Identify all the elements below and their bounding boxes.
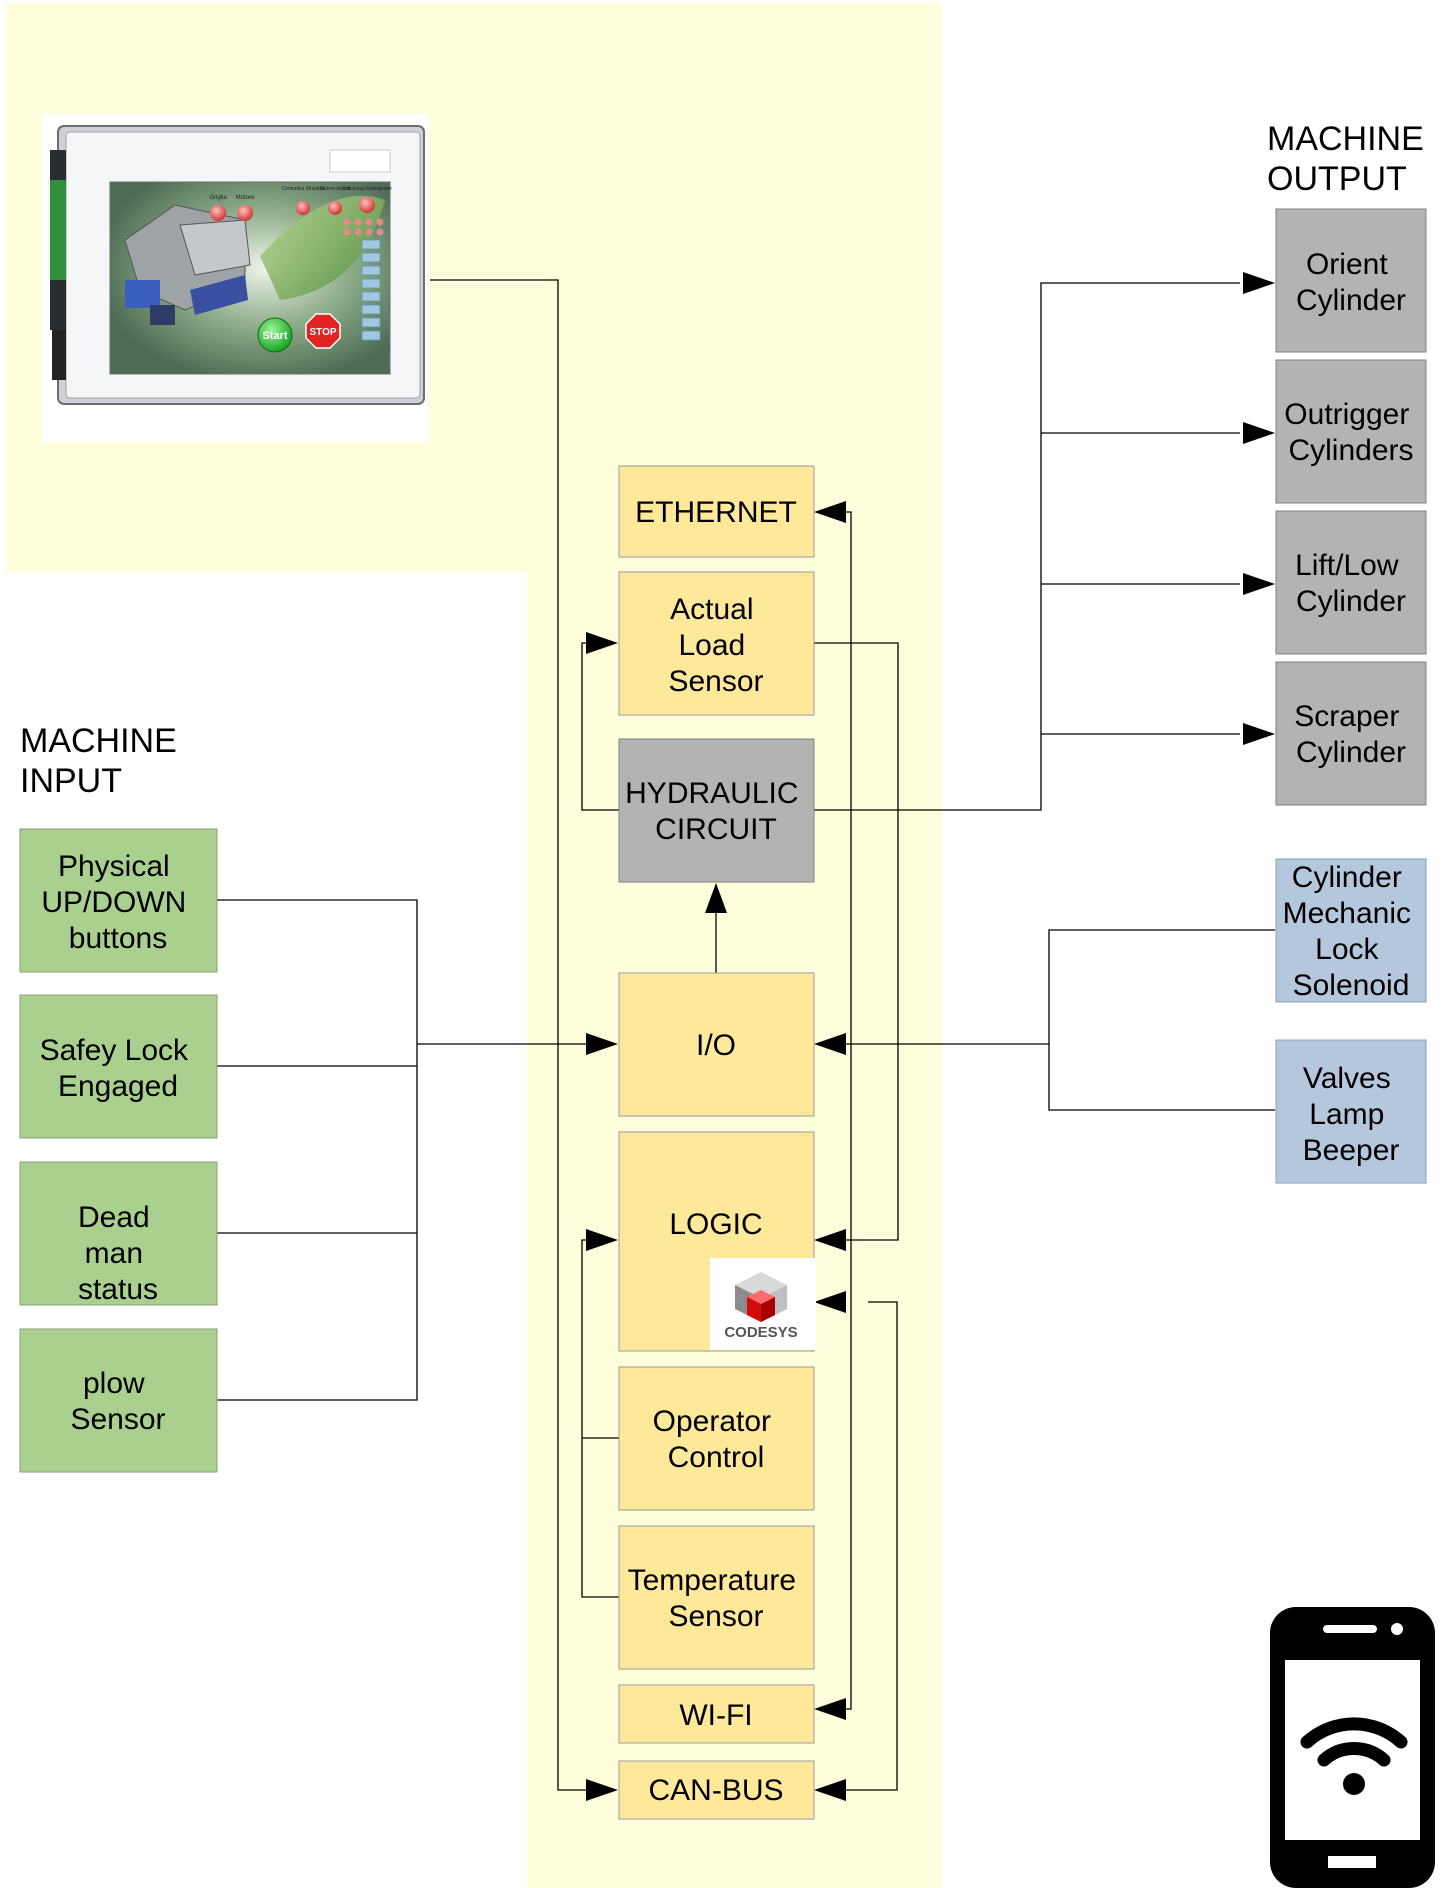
wifi-block [618, 1684, 815, 1744]
hmi-stop-label: STOP [309, 327, 336, 338]
temperature-sensor-label: Temperature Sensor [628, 1564, 805, 1633]
machine-output-header: MACHINE OUTPUT [1267, 120, 1433, 198]
io-block [618, 972, 815, 1117]
load-sensor-label: Actual Load Sensor [668, 593, 763, 698]
wire-hydraulic-outputs [814, 282, 1240, 811]
hydraulic-circuit-block [618, 738, 815, 883]
output-label-lift: Lift/Low Cylinder [1295, 549, 1407, 618]
hmi-start-label: Start [262, 330, 287, 342]
codesys-logo-text: CODESYS [724, 1324, 797, 1341]
output-block-lift [1275, 510, 1427, 655]
output-label-orient: Orient Cylinder [1296, 248, 1406, 317]
output-block-outrigger [1275, 359, 1427, 504]
output-label-outrigger: Outrigger Cylinders [1284, 398, 1417, 467]
wire-inputs-bus [217, 899, 418, 1401]
operator-control-label: Operator Control [653, 1405, 780, 1474]
hmi-label-5: Consenso Emergenze [342, 186, 392, 192]
hmi-stop-button [305, 313, 341, 349]
load-sensor-block [618, 571, 815, 716]
aux-block-valves [1275, 1039, 1427, 1184]
aux-block-lock-solenoid [1275, 858, 1427, 1003]
canbus-block [618, 1760, 815, 1820]
smartphone-wifi-icon [1270, 1607, 1435, 1888]
arrowheads [586, 272, 1275, 1801]
center-blocks: ETHERNET Actual Load Sensor HYDRAULIC CI… [618, 465, 816, 1820]
wire-codesys-canbus [836, 1301, 898, 1791]
canbus-label: CAN-BUS [648, 1774, 783, 1807]
hmi-label-3: Centralina Idraulica [281, 186, 324, 192]
ethernet-block [618, 465, 815, 558]
output-label-scraper: Scraper Cylinder [1294, 700, 1407, 769]
codesys-logo: CODESYS [710, 1258, 816, 1350]
input-label-safety-lock: Safey Lock Engaged [40, 1034, 197, 1103]
input-blocks: Physical UP/DOWN buttons Safey Lock Enga… [19, 828, 218, 1473]
hmi-label-1: Griglia [209, 195, 227, 201]
temperature-sensor-block [618, 1525, 815, 1670]
wire-aux-bus [1048, 929, 1275, 1111]
output-block-orient [1275, 208, 1427, 353]
aux-label-valves: Valves Lamp Beeper [1303, 1062, 1400, 1167]
hmi-start-button [257, 317, 293, 353]
output-block-scraper [1275, 661, 1427, 806]
machine-input-header: MACHINE INPUT [20, 722, 186, 800]
hmi-label-4: Motore Avanti [320, 186, 350, 192]
input-label-deadman: Dead man status [78, 1201, 158, 1306]
logic-label: LOGIC [669, 1208, 762, 1241]
input-block-safety-lock [19, 994, 218, 1139]
output-blocks: Orient Cylinder Outrigger Cylinders Lift… [1275, 208, 1427, 1184]
ethernet-label: ETHERNET [635, 496, 797, 529]
wifi-label: WI-FI [679, 1699, 752, 1732]
input-block-plow-sensor [19, 1328, 218, 1473]
input-label-updown: Physical UP/DOWN buttons [41, 850, 194, 955]
io-label: I/O [696, 1029, 736, 1062]
hmi-label-2: Motore [236, 195, 255, 201]
wire-load-logic [814, 642, 899, 1241]
operator-control-block [618, 1366, 815, 1511]
hydraulic-circuit-label: HYDRAULIC CIRCUIT [625, 777, 807, 846]
input-label-plow-sensor: plow Sensor [70, 1367, 165, 1436]
input-block-deadman [19, 1161, 218, 1306]
aux-label-lock-solenoid: Cylinder Mechanic Lock Solenoid [1283, 861, 1420, 1002]
hmi-panel-image: Griglia Motore Centralina Idraulica Moto… [42, 114, 428, 442]
input-block-updown [19, 828, 218, 973]
wire-hmi-canbus [430, 279, 600, 1791]
